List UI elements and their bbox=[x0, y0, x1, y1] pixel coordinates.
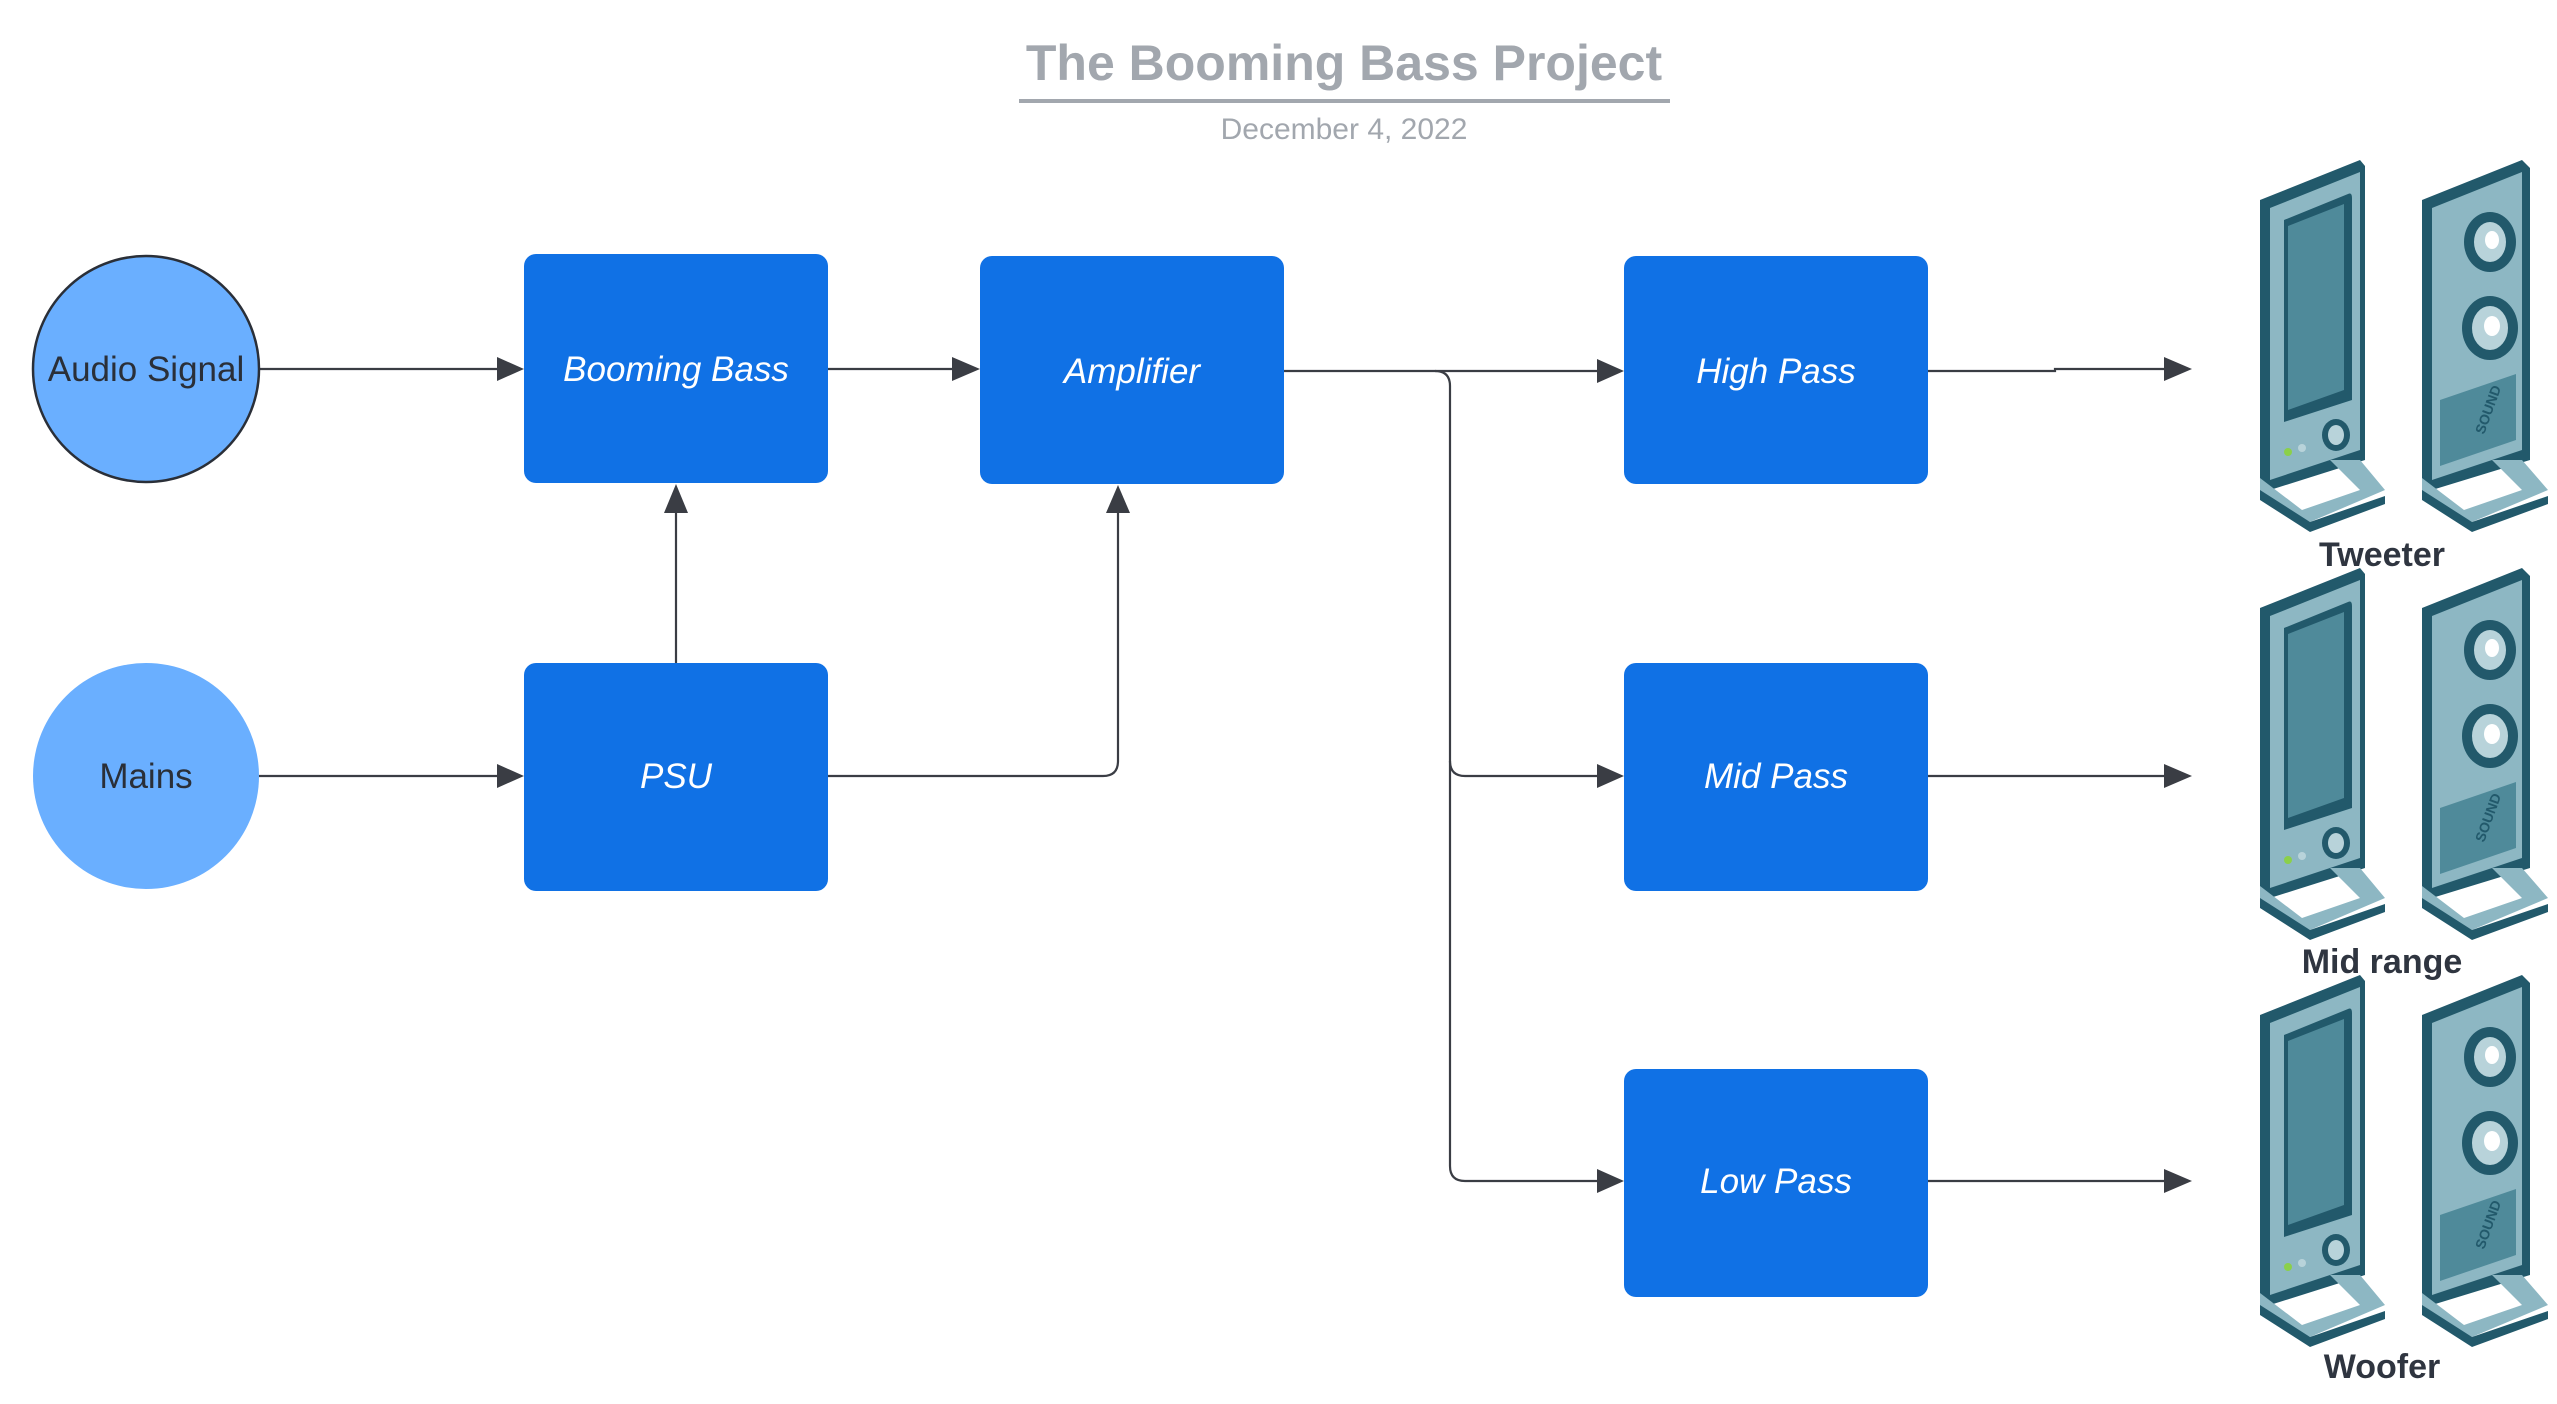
arrowhead bbox=[952, 357, 980, 381]
arrowhead bbox=[2164, 1169, 2192, 1193]
speaker-woofer[interactable]: SOUND Woofer bbox=[2260, 975, 2548, 1386]
node-booming-bass-label: Booming Bass bbox=[563, 350, 789, 389]
speaker-icon: SOUND bbox=[2260, 568, 2548, 940]
arrowhead bbox=[1597, 764, 1624, 788]
connector-amp-to-mid bbox=[1434, 369, 1600, 778]
date-label: December 4, 2022 bbox=[1221, 113, 1468, 146]
node-mains[interactable]: Mains bbox=[33, 663, 259, 889]
speaker-mid-range[interactable]: SOUND Mid range bbox=[2260, 568, 2548, 981]
arrowhead bbox=[2164, 357, 2192, 381]
connectors bbox=[258, 357, 2192, 1193]
node-psu-label: PSU bbox=[640, 757, 713, 796]
speaker-woofer-label: Woofer bbox=[2324, 1348, 2440, 1386]
node-audio-signal[interactable]: Audio Signal bbox=[31, 254, 261, 484]
speaker-tweeter-label: Tweeter bbox=[2319, 536, 2445, 574]
node-low-pass[interactable]: Low Pass bbox=[1624, 1069, 1928, 1297]
arrowhead bbox=[497, 357, 524, 381]
connector-psu-to-amp bbox=[828, 512, 1120, 778]
connector-amp-to-low bbox=[1448, 761, 1600, 1183]
node-psu[interactable]: PSU bbox=[524, 663, 828, 891]
node-amplifier-label: Amplifier bbox=[1062, 352, 1201, 391]
speaker-tweeter[interactable]: SOUND Tweeter bbox=[2260, 160, 2548, 574]
node-amplifier[interactable]: Amplifier bbox=[980, 256, 1284, 484]
node-mid-pass[interactable]: Mid Pass bbox=[1624, 663, 1928, 891]
node-audio-signal-label: Audio Signal bbox=[48, 350, 245, 389]
node-high-pass-label: High Pass bbox=[1696, 352, 1856, 391]
speaker-mid-range-label: Mid range bbox=[2302, 943, 2463, 981]
node-low-pass-label: Low Pass bbox=[1700, 1162, 1852, 1201]
speaker-icon: SOUND bbox=[2260, 160, 2548, 532]
connector-high-to-tweeter bbox=[1925, 367, 2168, 373]
arrowhead bbox=[664, 484, 688, 513]
arrowhead bbox=[1106, 485, 1130, 513]
arrowhead bbox=[497, 764, 524, 788]
page-title: The Booming Bass Project bbox=[1026, 35, 1663, 91]
arrowhead bbox=[1597, 359, 1624, 383]
node-high-pass[interactable]: High Pass bbox=[1624, 256, 1928, 484]
node-mains-label: Mains bbox=[99, 757, 192, 796]
arrowhead bbox=[1597, 1169, 1624, 1193]
arrowhead bbox=[2164, 764, 2192, 788]
node-booming-bass[interactable]: Booming Bass bbox=[524, 254, 828, 483]
speaker-icon: SOUND bbox=[2260, 975, 2548, 1347]
node-mid-pass-label: Mid Pass bbox=[1704, 757, 1848, 796]
